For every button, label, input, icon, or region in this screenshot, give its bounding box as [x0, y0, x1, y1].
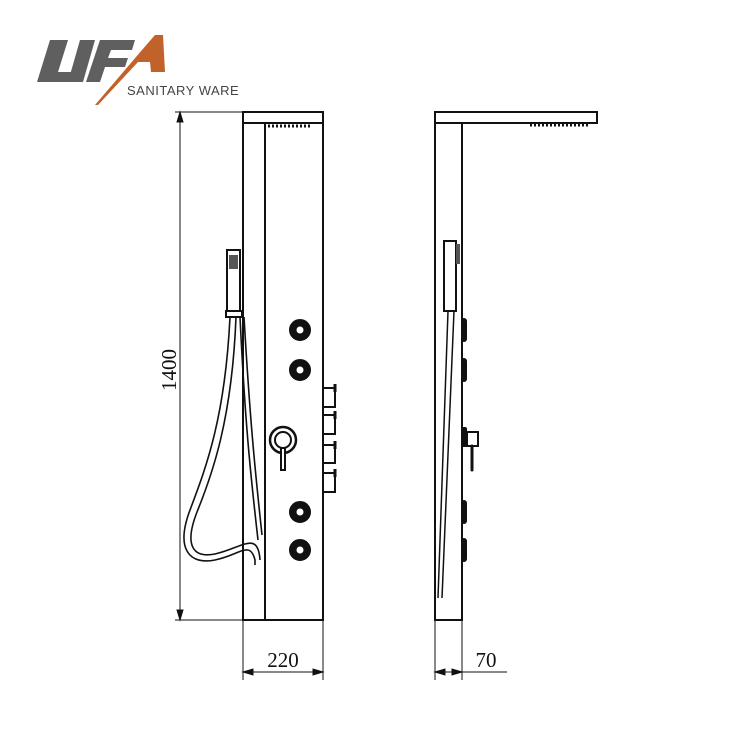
- body-jet: [289, 501, 311, 523]
- logo-tagline: SANITARY WARE: [127, 83, 239, 98]
- height-dimension: 1400: [157, 349, 181, 391]
- side-panel: [434, 121, 463, 621]
- front-view: [183, 111, 337, 621]
- side-mixer: [466, 431, 479, 472]
- body-jet: [289, 319, 311, 341]
- diverter-buttons: [322, 384, 337, 493]
- body-jet: [289, 359, 311, 381]
- rain-shower-arm: [434, 111, 598, 124]
- side-view: [434, 111, 598, 621]
- shower-hose: [183, 316, 263, 565]
- brand-logo: SANITARY WARE: [37, 35, 239, 105]
- side-hand-shower-head: [456, 244, 460, 264]
- mixer-handle: [268, 425, 298, 471]
- hand-shower: [225, 249, 243, 318]
- width-dimension: 220: [267, 648, 299, 672]
- body-jet: [289, 539, 311, 561]
- side-shower-hose: [437, 310, 455, 599]
- depth-dimension: 70: [476, 648, 497, 672]
- logo-letter-l: [37, 40, 78, 82]
- side-body-jets: [461, 318, 467, 562]
- logo-letter-a: [95, 35, 165, 105]
- dimension-lines: [175, 110, 507, 680]
- side-hand-shower: [443, 240, 457, 312]
- logo-letter-i: [68, 40, 95, 82]
- logo-letter-f: [86, 40, 135, 82]
